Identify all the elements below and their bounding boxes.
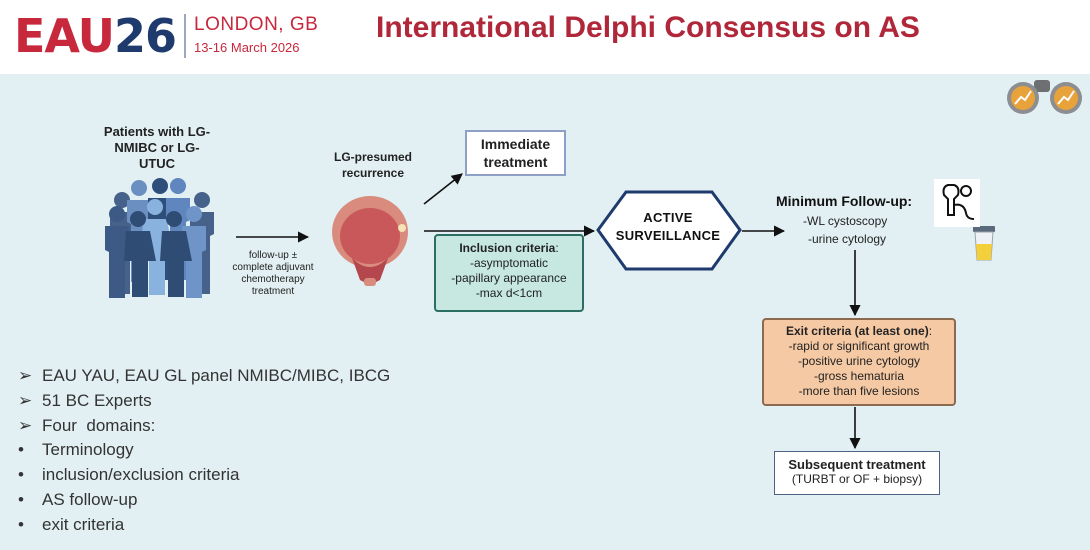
logo-divider	[184, 14, 186, 58]
bullet-item: ➢ 51 BC Experts	[18, 389, 390, 414]
logo-26-text: 26	[113, 9, 177, 63]
inclusion-item: -asymptomatic	[469, 256, 549, 270]
dot-bullet-icon: •	[18, 465, 24, 485]
congress-city: LONDON, GB	[194, 14, 319, 35]
cystoscope-icon	[934, 179, 980, 227]
arrow-bullet-icon: ➢	[18, 366, 33, 385]
inclusion-title-colon: :	[555, 241, 559, 255]
eau26-logo: EAU26	[14, 8, 177, 64]
bullet-text: Terminology	[42, 440, 134, 460]
logo-eau-text: EAU	[14, 9, 115, 63]
inclusion-criteria-title: Inclusion criteria	[459, 241, 556, 255]
slide-header: EAU26 LONDON, GB 13-16 March 2026 Intern…	[0, 0, 1090, 74]
bullet-item: ➢ Four domains:	[18, 414, 390, 439]
binoculars-icon	[1007, 80, 1082, 114]
bullet-item: • Terminology	[18, 438, 390, 463]
bullet-text: AS follow-up	[42, 489, 138, 509]
min-followup-title-text: Minimum Follow-up	[776, 193, 908, 209]
active-surveillance-label: ACTIVE SURVEILLANCE	[596, 209, 740, 245]
bullet-text: 51 BC Experts	[42, 390, 152, 410]
recurrence-label: LG-presumed recurrence	[333, 150, 412, 180]
bullet-item: • AS follow-up	[18, 488, 390, 513]
exit-criteria-title: Exit criteria (at least one)	[785, 324, 929, 338]
patients-label: Patients with LG-NMIBC or LG-UTUC	[103, 124, 211, 171]
exit-item: -positive urine cytology	[797, 354, 921, 368]
bullet-text: exit criteria	[42, 514, 125, 534]
subsequent-treatment-title: Subsequent treatment	[788, 457, 926, 472]
min-followup-item: -WL cystoscopy	[803, 214, 888, 228]
min-followup-title-colon: :	[907, 193, 913, 209]
arrow-bullet-icon: ➢	[18, 415, 33, 435]
active-surveillance-text: ACTIVE SURVEILLANCE	[615, 210, 721, 243]
exit-item: -more than five lesions	[798, 384, 920, 398]
urine-sample-cup-icon	[973, 226, 995, 261]
inclusion-criteria-box: Inclusion criteria: -asymptomatic -papil…	[434, 234, 584, 312]
exit-item: -gross hematuria	[813, 369, 905, 383]
exit-item: -rapid or significant growth	[788, 339, 930, 353]
exit-criteria-box: Exit criteria (at least one): -rapid or …	[762, 318, 956, 406]
dot-bullet-icon: •	[18, 489, 24, 509]
congress-dates: 13-16 March 2026	[194, 40, 300, 55]
subsequent-treatment-box: Subsequent treatment (TURBT or OF + biop…	[774, 451, 940, 495]
inclusion-item: -papillary appearance	[451, 271, 567, 285]
slide-title: International Delphi Consensus on AS	[376, 11, 920, 44]
dot-bullet-icon: •	[18, 440, 24, 460]
bullet-text: EAU YAU, EAU GL panel NMIBC/MIBC, IBCG	[42, 366, 391, 385]
subsequent-treatment-detail: (TURBT or OF + biopsy)	[791, 472, 923, 486]
immediate-treatment-box: Immediate treatment	[465, 130, 566, 176]
followup-note: follow-up ± complete adjuvant chemothera…	[232, 250, 314, 297]
exit-title-colon: :	[928, 324, 933, 338]
bullet-item: • inclusion/exclusion criteria	[18, 463, 390, 488]
consensus-bullet-list: ➢EAU YAU, EAU GL panel NMIBC/MIBC, IBCG …	[18, 364, 390, 538]
people-group-icon	[105, 178, 214, 298]
bullet-item: ➢ EAU YAU, EAU GL panel NMIBC/MIBC, IBCG	[18, 364, 390, 389]
bullet-text: Four domains:	[42, 415, 156, 435]
active-surveillance-hexagon	[596, 190, 742, 271]
min-followup-item: -urine cytology	[808, 232, 887, 246]
bullet-text: inclusion/exclusion criteria	[42, 465, 240, 485]
min-followup-title: Minimum Follow-up:	[776, 193, 912, 209]
bullet-item: • exit criteria	[18, 513, 390, 538]
arrow-bullet-icon: ➢	[18, 390, 33, 410]
arrow-to-immediate-treatment	[423, 173, 463, 205]
bladder-icon	[332, 196, 408, 286]
inclusion-item: -max d<1cm	[475, 286, 543, 300]
dot-bullet-icon: •	[18, 514, 24, 534]
